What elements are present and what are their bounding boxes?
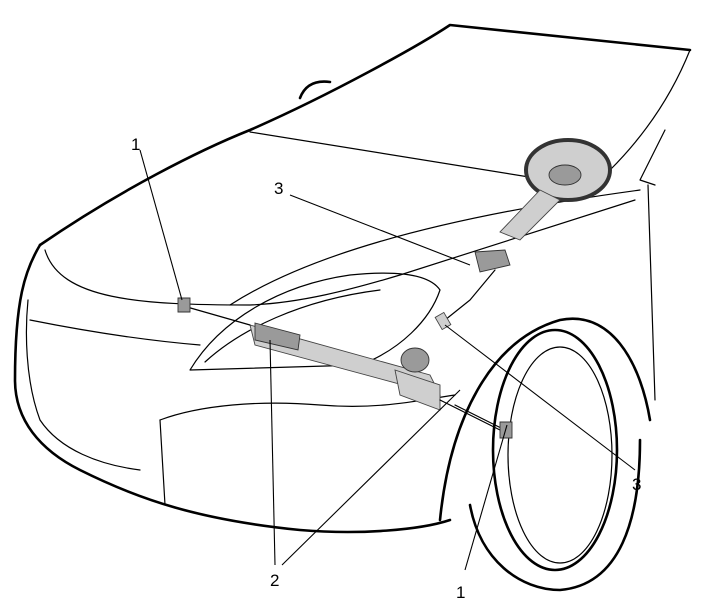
leader-lines xyxy=(139,149,636,571)
callout-1-bottom: 1 xyxy=(456,583,465,602)
tie-rod-left xyxy=(177,297,251,326)
car-body xyxy=(13,23,692,592)
callout-1-left: 1 xyxy=(131,135,140,154)
steering-gear xyxy=(249,322,501,431)
callout-3-right: 3 xyxy=(632,475,641,494)
callout-2: 2 xyxy=(270,571,279,590)
steering-wheel xyxy=(524,138,612,202)
steering-column xyxy=(434,189,561,331)
callout-3-top: 3 xyxy=(274,179,283,198)
